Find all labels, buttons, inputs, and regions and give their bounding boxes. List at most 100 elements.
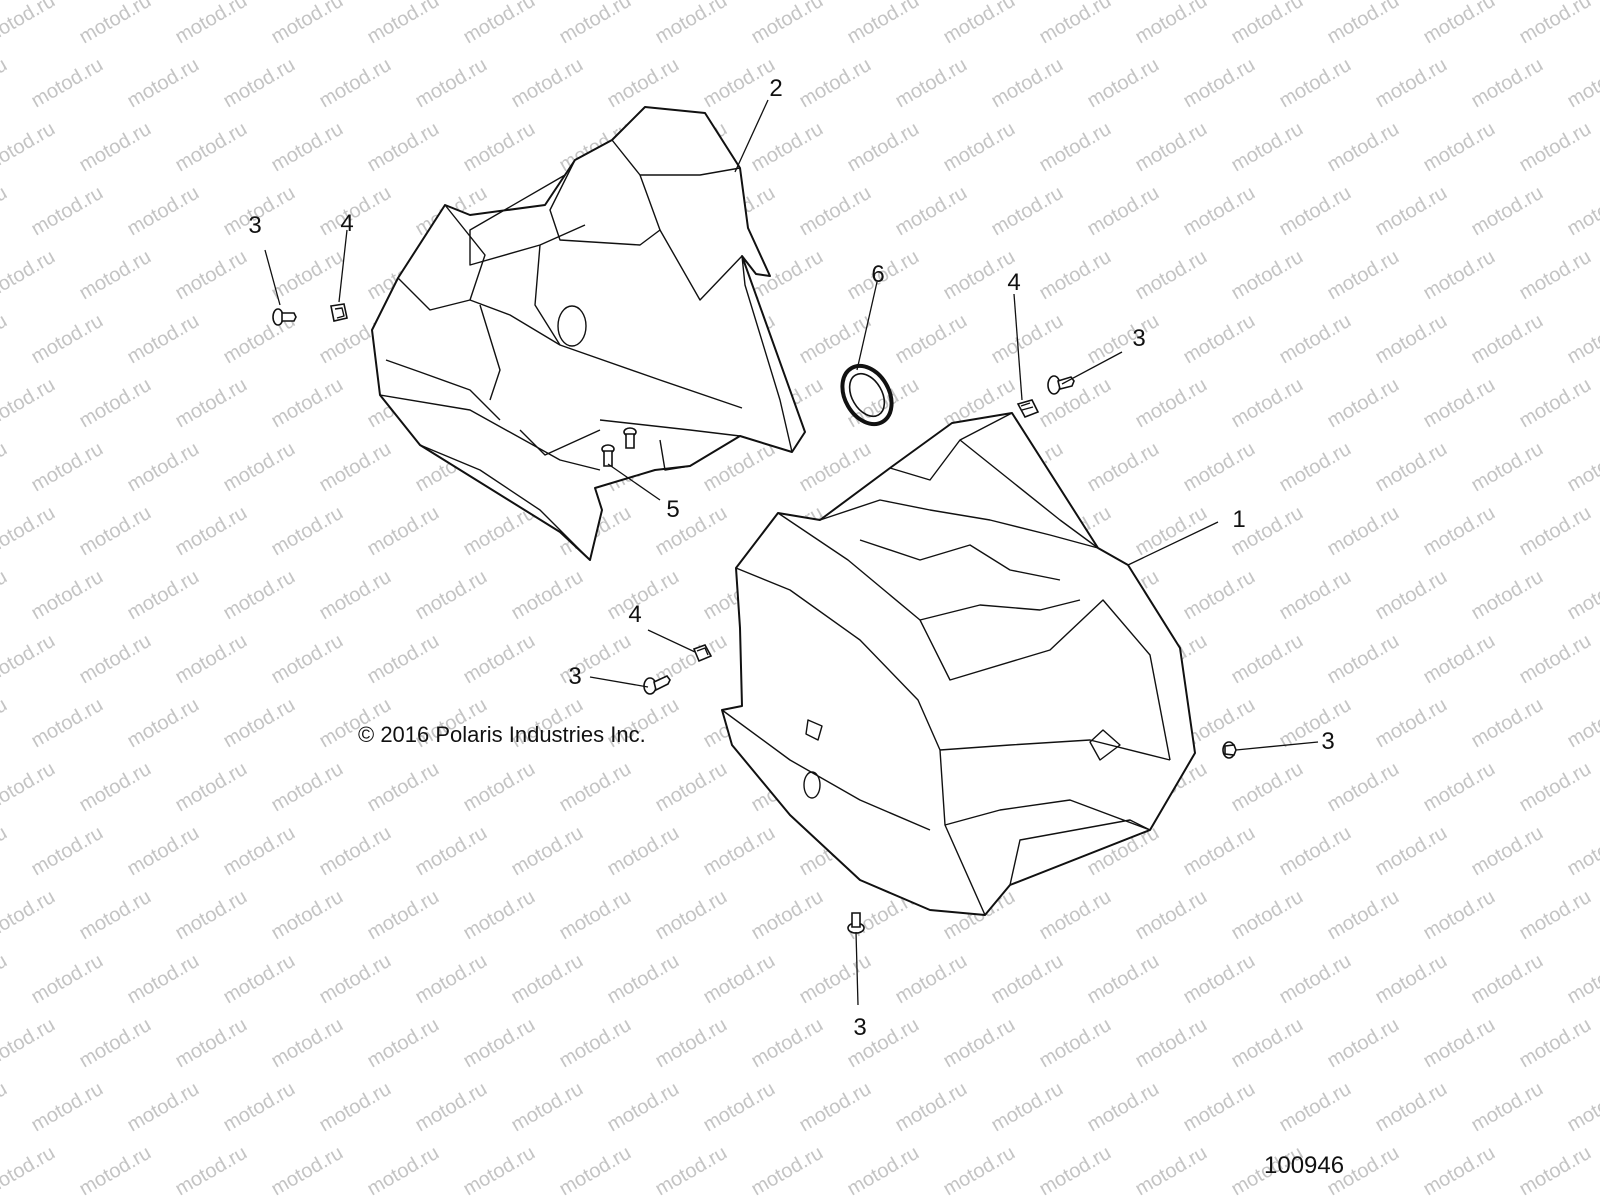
screw-3c-icon (643, 675, 671, 695)
watermark-text: motod.ru (316, 1078, 395, 1137)
watermark-text: motod.ru (1132, 374, 1211, 433)
watermark-text: motod.ru (268, 118, 347, 177)
watermark-text: motod.ru (1564, 54, 1600, 113)
watermark-text: motod.ru (364, 758, 443, 817)
watermark-text: motod.ru (460, 886, 539, 945)
watermark-text: motod.ru (172, 1014, 251, 1073)
watermark-text: motod.ru (1324, 118, 1403, 177)
watermark-text: motod.ru (1276, 566, 1355, 625)
watermark-text: motod.ru (1324, 374, 1403, 433)
callout-2: 2 (769, 75, 782, 102)
watermark-text: motod.ru (0, 1014, 59, 1073)
watermark-text: motod.ru (28, 822, 107, 881)
watermark-text: motod.ru (940, 118, 1019, 177)
watermark-text: motod.ru (1420, 630, 1499, 689)
watermark-text: motod.ru (1228, 758, 1307, 817)
watermark-text: motod.ru (124, 310, 203, 369)
watermark-text: motod.ru (364, 1014, 443, 1073)
watermark-text: motod.ru (76, 1142, 155, 1200)
watermark-text: motod.ru (1036, 1014, 1115, 1073)
watermark-text: motod.ru (460, 1014, 539, 1073)
watermark-text: motod.ru (268, 630, 347, 689)
callout-3-middle: 3 (568, 663, 581, 690)
watermark-text: motod.ru (604, 950, 683, 1009)
watermark-text: motod.ru (604, 822, 683, 881)
watermark-text: motod.ru (988, 54, 1067, 113)
watermark-text: motod.ru (1420, 502, 1499, 561)
watermark-text: motod.ru (1324, 886, 1403, 945)
watermark-text: motod.ru (364, 118, 443, 177)
watermark-text: motod.ru (1372, 438, 1451, 497)
watermark-text: motod.ru (1036, 0, 1115, 48)
watermark-text: motod.ru (460, 118, 539, 177)
watermark-text: motod.ru (652, 886, 731, 945)
watermark-text: motod.ru (124, 822, 203, 881)
watermark-text: motod.ru (1036, 118, 1115, 177)
copyright-notice: © 2016 Polaris Industries Inc. (358, 722, 646, 747)
watermark-text: motod.ru (28, 54, 107, 113)
watermark-text: motod.ru (412, 950, 491, 1009)
watermark-text: motod.ru (124, 1078, 203, 1137)
watermark-text: motod.ru (508, 950, 587, 1009)
watermark-text: motod.ru (364, 886, 443, 945)
watermark-text: motod.ru (268, 758, 347, 817)
watermark-text: motod.ru (1468, 310, 1547, 369)
watermark-text: motod.ru (0, 310, 11, 369)
watermark-text: motod.ru (1276, 182, 1355, 241)
part-2-upper-housing (371, 106, 806, 561)
watermark-text: motod.ru (76, 118, 155, 177)
watermark-text: motod.ru (556, 0, 635, 48)
watermark-text: motod.ru (316, 438, 395, 497)
watermark-text: motod.ru (556, 1014, 635, 1073)
part-1-lower-housing (721, 412, 1196, 916)
watermark-text: motod.ru (796, 310, 875, 369)
watermark-text: motod.ru (1180, 822, 1259, 881)
watermark-text: motod.ru (1564, 438, 1600, 497)
watermark-text: motod.ru (172, 0, 251, 48)
watermark-text: motod.ru (1276, 694, 1355, 753)
watermark-text: motod.ru (1180, 566, 1259, 625)
watermark-text: motod.ru (412, 54, 491, 113)
watermark-text: motod.ru (268, 246, 347, 305)
watermark-text: motod.ru (172, 118, 251, 177)
watermark-text: motod.ru (1180, 182, 1259, 241)
watermark-text: motod.ru (124, 694, 203, 753)
watermark-text: motod.ru (1468, 1078, 1547, 1137)
watermark-text: motod.ru (1468, 438, 1547, 497)
watermark-text: motod.ru (76, 0, 155, 48)
watermark-text: motod.ru (796, 1078, 875, 1137)
watermark-text: motod.ru (1468, 182, 1547, 241)
watermark-text: motod.ru (0, 54, 11, 113)
watermark-text: motod.ru (412, 566, 491, 625)
screw-3b-icon (1047, 375, 1075, 395)
watermark-text: motod.ru (796, 54, 875, 113)
watermark-text: motod.ru (1036, 886, 1115, 945)
watermark-text: motod.ru (652, 0, 731, 48)
watermark-text: motod.ru (1228, 0, 1307, 48)
watermark-text: motod.ru (316, 182, 395, 241)
watermark-text: motod.ru (1036, 246, 1115, 305)
watermark-text: motod.ru (1516, 374, 1595, 433)
callout-4-middle: 4 (628, 601, 641, 628)
leader-lines (264, 99, 1319, 1006)
watermark-text: motod.ru (1372, 566, 1451, 625)
watermark-text: motod.ru (0, 886, 59, 945)
watermark-text: motod.ru (1324, 1014, 1403, 1073)
watermark-text: motod.ru (28, 566, 107, 625)
watermark-text: motod.ru (124, 54, 203, 113)
watermark-text: motod.ru (652, 1142, 731, 1200)
watermark-text: motod.ru (1564, 950, 1600, 1009)
watermark-text: motod.ru (460, 1142, 539, 1200)
watermark-text: motod.ru (28, 950, 107, 1009)
watermark-text: motod.ru (1084, 1078, 1163, 1137)
watermark-text: motod.ru (1420, 374, 1499, 433)
watermark-text: motod.ru (172, 886, 251, 945)
watermark-text: motod.ru (364, 630, 443, 689)
watermark-text: motod.ru (1564, 694, 1600, 753)
watermark-text: motod.ru (1324, 630, 1403, 689)
watermark-text: motod.ru (1084, 182, 1163, 241)
watermark-text: motod.ru (1228, 118, 1307, 177)
watermark-text: motod.ru (1468, 54, 1547, 113)
watermark-text: motod.ru (1084, 438, 1163, 497)
